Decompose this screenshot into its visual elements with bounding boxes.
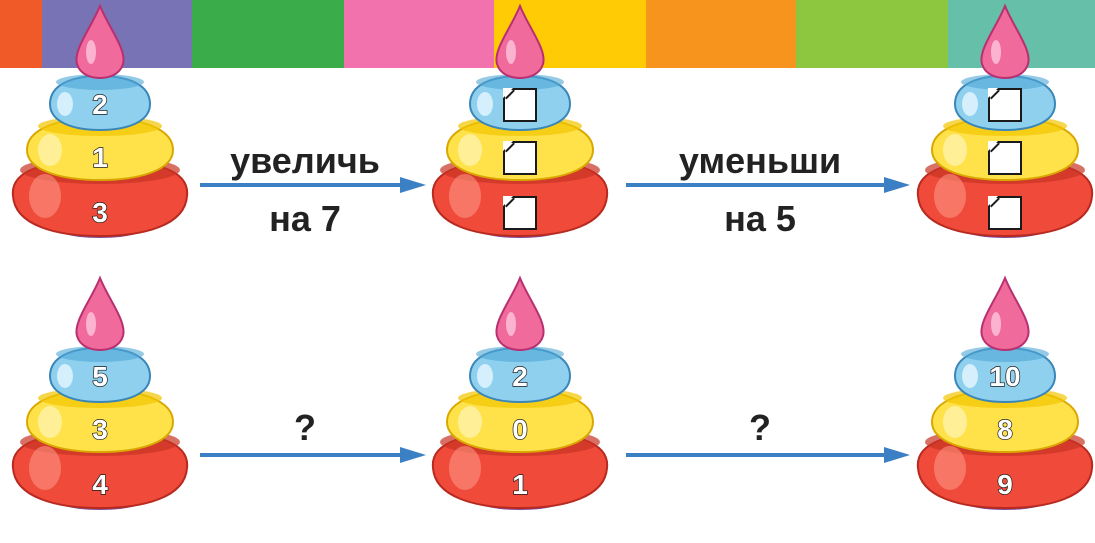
blank-box	[503, 88, 537, 122]
question-mark: ?	[294, 407, 316, 448]
ring-label-yellow: 3	[92, 414, 109, 445]
arrow-right-icon	[626, 447, 910, 463]
color-stripe	[344, 0, 494, 68]
ring-label-blue: 2	[512, 361, 529, 392]
blank-box	[503, 196, 537, 230]
color-stripe	[192, 0, 344, 68]
operation-amount: на 7	[269, 198, 341, 239]
operation-label-unknown-2: ?	[625, 405, 895, 451]
blank-box	[988, 141, 1022, 175]
ring-label-yellow: 8	[997, 414, 1014, 445]
ring-label-red: 3	[92, 197, 109, 228]
ring-pyramid-icon	[11, 3, 189, 238]
ring-label-yellow: 1	[92, 142, 109, 173]
color-stripe	[646, 0, 796, 68]
pyramid-row1-middle	[425, 0, 615, 250]
operation-label-increase: увеличь на 7	[200, 138, 410, 242]
ring-pyramid-icon	[11, 275, 189, 510]
blank-box	[988, 196, 1022, 230]
pyramid-row1-start: 2 1 3	[5, 0, 195, 250]
operation-label-unknown-1: ?	[200, 405, 410, 451]
arrow-right-icon	[626, 177, 910, 193]
ring-label-red: 4	[92, 469, 109, 500]
ring-pyramid-icon	[431, 275, 609, 510]
operation-amount: на 5	[724, 198, 796, 239]
arrow-right-icon	[200, 177, 426, 193]
ring-label-red: 1	[512, 469, 529, 500]
ring-label-yellow: 0	[512, 414, 529, 445]
blank-box	[988, 88, 1022, 122]
ring-pyramid-icon	[916, 275, 1094, 510]
operation-text: увеличь	[230, 140, 380, 181]
pyramid-row2-start: 5 3 4	[5, 272, 195, 522]
color-stripe	[796, 0, 948, 68]
color-stripe	[0, 0, 42, 68]
pyramid-row2-end: 10 8 9	[910, 272, 1095, 522]
ring-label-blue: 5	[92, 361, 109, 392]
question-mark: ?	[749, 407, 771, 448]
ring-label-blue: 10	[989, 361, 1022, 392]
arrow-right-icon	[200, 447, 426, 463]
operation-label-decrease: уменьши на 5	[625, 138, 895, 242]
ring-label-blue: 2	[92, 89, 109, 120]
pyramid-row2-middle: 2 0 1	[425, 272, 615, 522]
pyramid-row1-end	[910, 0, 1095, 250]
blank-box	[503, 141, 537, 175]
ring-label-red: 9	[997, 469, 1014, 500]
operation-text: уменьши	[678, 140, 842, 181]
